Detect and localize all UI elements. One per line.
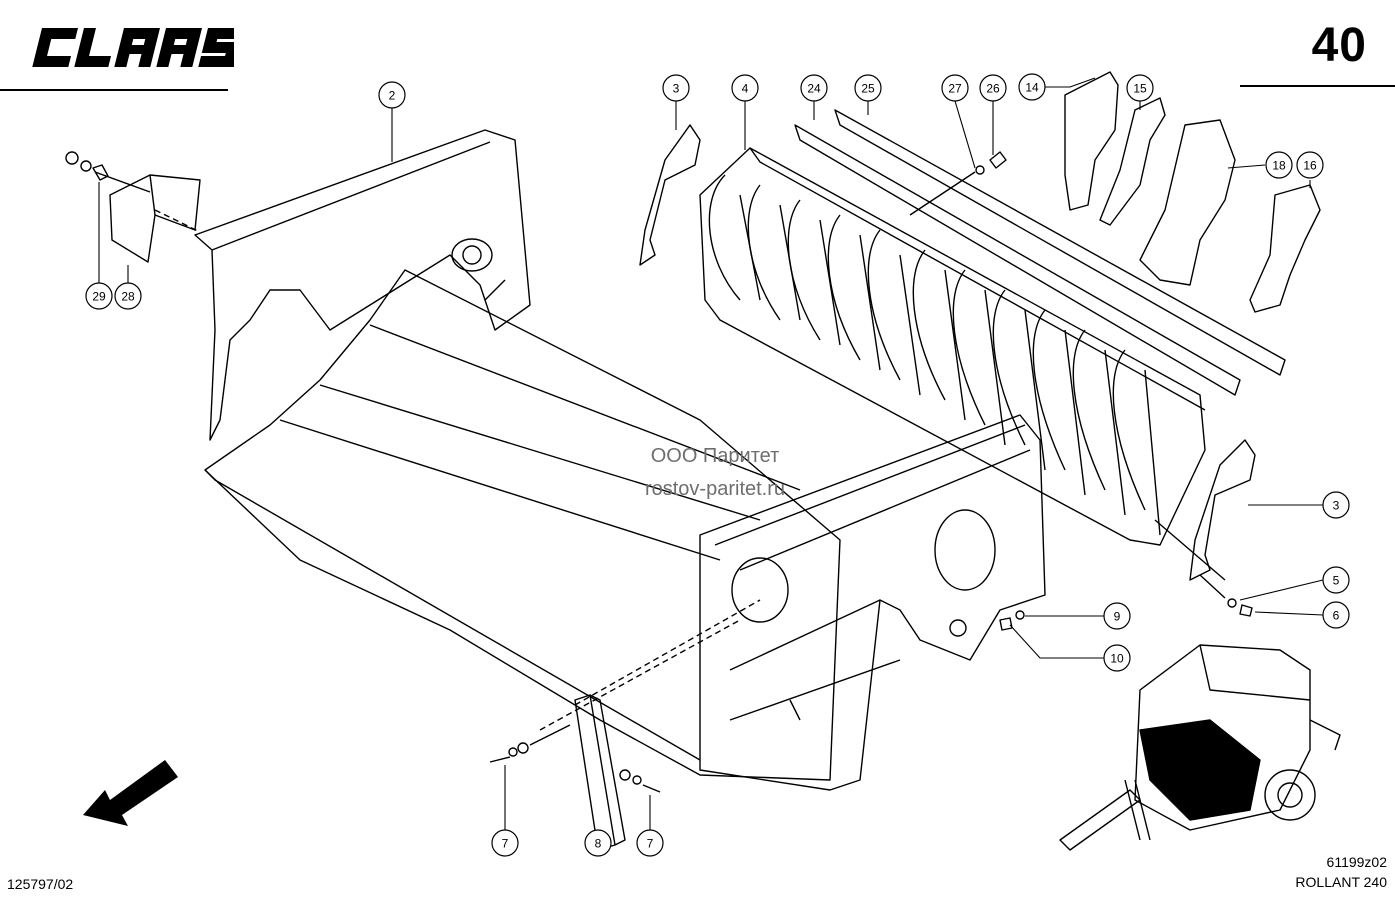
strap-8 <box>574 694 626 851</box>
plate-16 <box>1249 184 1321 313</box>
callout-27[interactable]: 27 <box>941 74 969 102</box>
right-frame <box>699 414 1046 791</box>
callout-14[interactable]: 14 <box>1018 73 1046 101</box>
callout-7-right[interactable]: 7 <box>636 829 664 857</box>
svg-text:7: 7 <box>647 837 654 851</box>
plate-3-right <box>1154 439 1256 581</box>
svg-text:16: 16 <box>1303 159 1317 173</box>
svg-text:7: 7 <box>502 837 509 851</box>
strip-24 <box>794 124 1241 396</box>
svg-text:25: 25 <box>861 82 875 96</box>
side-plate-2 <box>194 129 531 441</box>
callout-9[interactable]: 9 <box>1103 602 1131 630</box>
plate-3-left <box>639 124 701 266</box>
watermark-site: rostov-paritet.ru <box>644 478 786 500</box>
callout-10[interactable]: 10 <box>1103 644 1131 672</box>
document-code: 125797/02 <box>7 876 74 892</box>
callout-26[interactable]: 26 <box>979 74 1007 102</box>
strip-25 <box>834 109 1286 376</box>
model-name: ROLLANT 240 <box>1295 874 1387 890</box>
callout-18[interactable]: 18 <box>1265 151 1293 179</box>
callout-28[interactable]: 28 <box>114 282 142 310</box>
arrow-down-left-icon <box>83 760 178 826</box>
claas-logo <box>32 28 234 67</box>
svg-text:29: 29 <box>92 290 106 304</box>
bolt-7-left <box>489 724 571 763</box>
svg-text:27: 27 <box>948 82 962 96</box>
watermark-company: ООО Паритет <box>650 445 780 467</box>
callout-24[interactable]: 24 <box>800 74 828 102</box>
callout-8[interactable]: 8 <box>584 829 612 857</box>
svg-text:14: 14 <box>1025 81 1039 95</box>
plate-18 <box>1139 119 1236 286</box>
fastener-29 <box>65 151 151 193</box>
callout-5[interactable]: 5 <box>1322 566 1350 594</box>
drawing-code: 61199z02 <box>1326 854 1387 870</box>
svg-text:24: 24 <box>807 82 821 96</box>
callout-16[interactable]: 16 <box>1296 151 1324 179</box>
callout-3-right[interactable]: 3 <box>1322 491 1350 519</box>
svg-text:26: 26 <box>986 82 1000 96</box>
page-number: 40 <box>1311 19 1367 72</box>
bracket-28 <box>109 174 201 263</box>
plate-14 <box>1064 71 1119 211</box>
header-rule-left <box>0 89 228 91</box>
watermark: ООО Паритет rostov-paritet.ru <box>600 440 830 506</box>
header-rule-right <box>1240 85 1395 87</box>
callout-4[interactable]: 4 <box>731 74 759 102</box>
callout-labels: 2 3 4 24 25 27 <box>85 73 1350 857</box>
callout-7-left[interactable]: 7 <box>491 829 519 857</box>
footer-right: 61199z02 ROLLANT 240 <box>1295 852 1387 892</box>
scraper-comb-4 <box>699 147 1206 546</box>
plate-15 <box>1099 97 1166 226</box>
bolt-7-right <box>619 769 661 793</box>
svg-text:10: 10 <box>1110 652 1124 666</box>
baler-thumbnail-icon <box>1059 644 1341 851</box>
floor-sheet <box>204 269 841 781</box>
assembly-lines <box>154 209 761 731</box>
callout-29[interactable]: 29 <box>85 282 113 310</box>
svg-text:18: 18 <box>1272 159 1286 173</box>
svg-text:9: 9 <box>1114 610 1121 624</box>
svg-text:3: 3 <box>673 82 680 96</box>
svg-text:15: 15 <box>1133 82 1147 96</box>
callout-2[interactable]: 2 <box>378 81 406 109</box>
svg-text:3: 3 <box>1333 499 1340 513</box>
svg-text:28: 28 <box>121 290 135 304</box>
svg-text:6: 6 <box>1333 609 1340 623</box>
svg-text:5: 5 <box>1333 574 1340 588</box>
svg-text:2: 2 <box>389 89 396 103</box>
fastener-26-27 <box>909 151 1007 216</box>
svg-text:8: 8 <box>595 837 602 851</box>
fastener-5-6 <box>1199 574 1253 617</box>
svg-text:4: 4 <box>742 82 749 96</box>
callout-3-top[interactable]: 3 <box>662 74 690 102</box>
callout-15[interactable]: 15 <box>1126 74 1154 102</box>
callout-25[interactable]: 25 <box>854 74 882 102</box>
callout-6[interactable]: 6 <box>1322 601 1350 629</box>
